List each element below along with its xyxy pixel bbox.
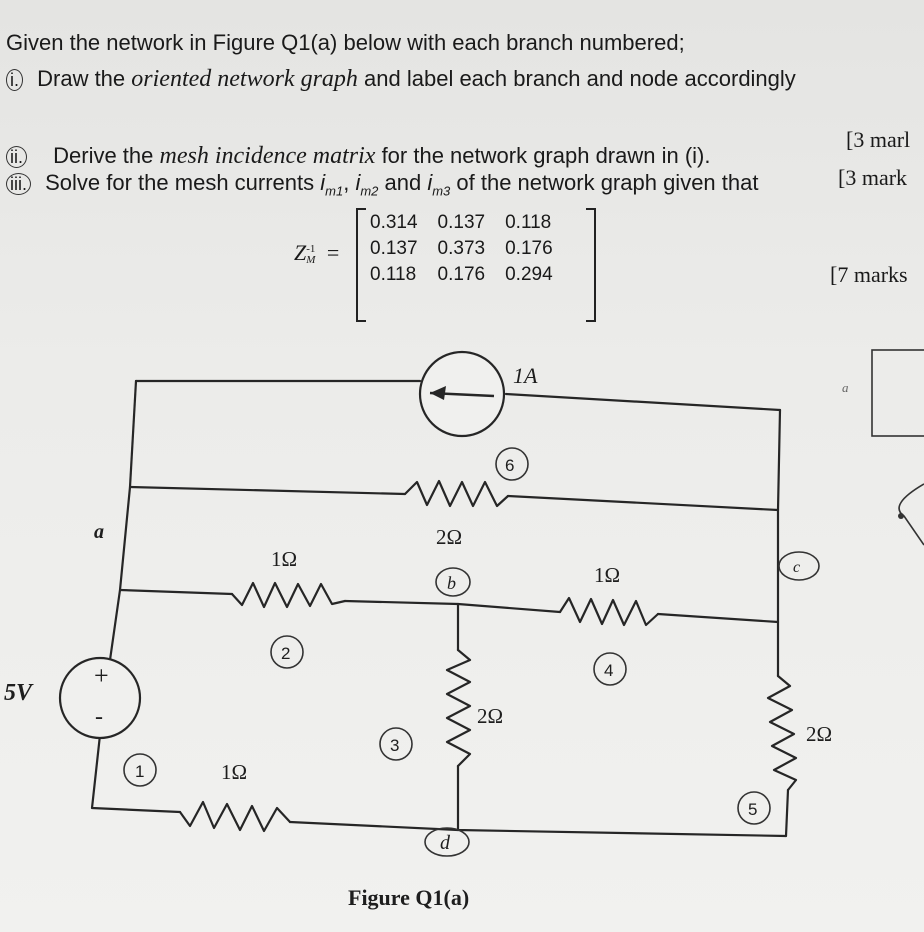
branch-2-label: 2 — [281, 644, 290, 663]
branch-3-circle — [379, 727, 413, 761]
wire-mid-left — [128, 485, 407, 496]
matrix: 0.314 0.137 0.118 0.137 0.373 0.176 0.11… — [356, 208, 596, 322]
branch-6-label: 6 — [505, 456, 514, 475]
arrow-head-icon — [430, 386, 446, 400]
matrix-right-bracket — [586, 208, 596, 322]
node-b-label: b — [447, 573, 456, 593]
r1-label: 1Ω — [221, 760, 247, 784]
part-i-text-b: oriented network graph — [131, 66, 358, 92]
node-a-label: a — [94, 521, 104, 543]
figure-caption: Figure Q1(a) — [348, 885, 469, 910]
matrix-cell: 0.176 — [437, 264, 486, 285]
part-i-text-a: Draw the — [37, 66, 132, 91]
i-m2: im2 — [355, 170, 379, 199]
r3-label: 2Ω — [477, 704, 503, 728]
branch-3-label: 3 — [390, 736, 399, 755]
matrix-left-bracket — [356, 208, 366, 322]
matrix-cell: 0.314 — [370, 212, 418, 233]
part-i-text-c: and label each branch and node according… — [357, 66, 796, 91]
resistor-r6 — [403, 479, 510, 508]
wire-left-bottom — [90, 733, 182, 814]
wire-right-upper — [776, 408, 782, 512]
resistor-r3 — [445, 648, 472, 768]
branch-1-circle — [123, 753, 157, 787]
r5-label: 2Ω — [806, 722, 832, 746]
node-b-circle — [435, 567, 471, 597]
part-i-numeral: i. — [6, 69, 23, 91]
source-current-label: 1A — [513, 363, 538, 388]
sep-1: , — [343, 170, 356, 195]
node-c-label: c — [793, 559, 800, 576]
part-iii-text-a: Solve for the mesh currents — [45, 170, 321, 195]
wire-bottom-right — [288, 820, 788, 838]
resistor-r5 — [766, 674, 798, 792]
node-d-label: d — [440, 832, 451, 854]
branch-4-label: 4 — [604, 661, 613, 680]
resistor-r1 — [178, 800, 292, 833]
matrix-cell: 0.294 — [505, 264, 553, 285]
part-iii: iii. Solve for the mesh currents im1, im… — [6, 170, 758, 198]
mark-part-iii: [7 marks — [830, 262, 908, 287]
matrix-cell: 0.118 — [505, 212, 552, 233]
matrix-cell: 0.176 — [505, 238, 553, 259]
i-m1: im1 — [320, 170, 344, 199]
matrix-cell: 0.137 — [370, 238, 418, 259]
node-d-circle — [424, 827, 470, 857]
part-ii: ii. Derive the mesh incidence matrix for… — [6, 143, 711, 170]
matrix-table: 0.314 0.137 0.118 0.137 0.373 0.176 0.11… — [360, 210, 563, 288]
margin-sketch-box — [871, 349, 924, 437]
wire-top-right — [504, 392, 782, 412]
wire-r4-c — [656, 612, 780, 624]
r6-label: 2Ω — [436, 525, 462, 549]
branch-2-circle — [270, 635, 304, 669]
wire-left-upper — [128, 379, 138, 489]
wire-r5-bottom — [784, 788, 790, 838]
matrix-row: 0.118 0.176 0.294 — [360, 262, 563, 288]
wire-mid-right — [506, 494, 780, 512]
matrix-row: 0.314 0.137 0.118 — [360, 210, 563, 236]
branch-5-label: 5 — [748, 800, 757, 819]
voltage-minus: - — [95, 704, 103, 730]
mark-part-i: [3 marl — [846, 127, 911, 152]
voltage-label: 5V — [4, 680, 34, 706]
margin-sketch-dot — [898, 513, 904, 519]
part-i: i. Draw the oriented network graph and l… — [6, 66, 796, 93]
resistor-r4 — [558, 596, 660, 627]
voltage-plus: + — [94, 661, 109, 690]
mark-part-ii: [3 mark — [838, 165, 908, 190]
branch-6-circle — [495, 447, 529, 481]
r4-label: 1Ω — [594, 563, 620, 587]
matrix-row: 0.137 0.373 0.176 — [360, 236, 563, 262]
question-intro: Given the network in Figure Q1(a) below … — [6, 30, 685, 55]
part-ii-text-a: Derive the — [53, 143, 160, 168]
wire-a-r2 — [118, 588, 234, 596]
node-c-circle — [778, 551, 820, 581]
matrix-cell: 0.118 — [370, 264, 417, 285]
branch-4-circle — [593, 652, 627, 686]
wire-left-node-a — [108, 485, 132, 662]
part-ii-numeral: ii. — [6, 146, 27, 168]
branch-1-label: 1 — [135, 762, 144, 781]
resistor-r2 — [230, 581, 347, 609]
r2-label: 1Ω — [271, 547, 297, 571]
wire-r2-b-r4 — [343, 599, 562, 614]
sep-2: and — [378, 170, 428, 195]
matrix-cell: 0.373 — [437, 238, 486, 259]
branch-5-circle — [737, 791, 771, 825]
matrix-cell: 0.137 — [437, 212, 486, 233]
part-ii-text-c: for the network graph drawn in (i). — [375, 143, 711, 168]
margin-note: a — [842, 380, 849, 395]
i-m3: im3 — [427, 170, 451, 199]
part-iii-numeral: iii. — [6, 173, 31, 195]
part-iii-text-b: of the network graph given that — [450, 170, 759, 195]
part-ii-text-b: mesh incidence matrix — [159, 143, 376, 169]
voltage-source — [58, 656, 142, 740]
